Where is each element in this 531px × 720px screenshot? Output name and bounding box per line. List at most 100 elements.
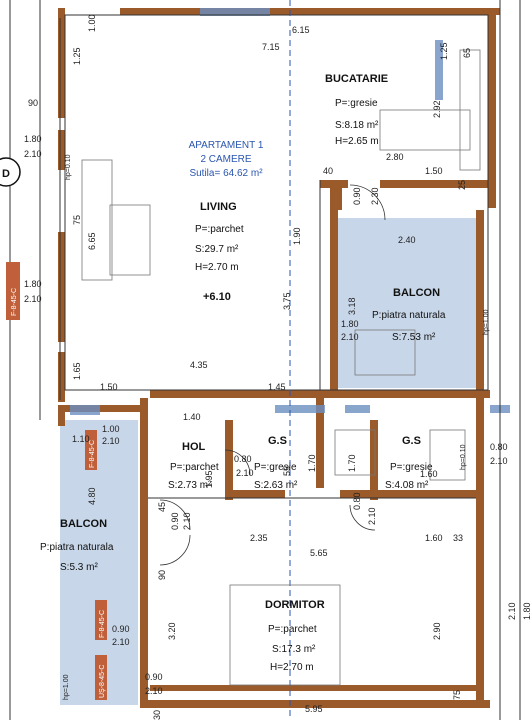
room-balcon-right: BALCON P:piatra naturala S:7.53 m² — [372, 287, 446, 343]
label-rooms-living-floor: P=:parchet — [195, 224, 244, 235]
label-dims-d480: 4.80 — [87, 487, 97, 505]
room-gs1: G.S P=:gresie S:2.63 m² — [254, 435, 298, 491]
label-dims-d33: 33 — [453, 533, 463, 543]
label-dims-d615: 6.15 — [292, 25, 310, 35]
label-dims-d150a: 1.50 — [425, 166, 443, 176]
label-dims-d292: 2.92 — [432, 100, 442, 118]
label-dims-d90b: 90 — [157, 570, 167, 580]
label-dims-d090b: 0.90 — [170, 512, 180, 530]
label-dims-d30: 30 — [152, 710, 162, 720]
label-dims-d595: 5.95 — [305, 704, 323, 714]
label-rooms-bucatarie-height: H=2.65 m — [335, 136, 379, 147]
label-dims-d110: 1.10 — [72, 434, 90, 444]
label-dims-d210f: 2.10 — [367, 507, 377, 525]
label-dims-d090d: 0.90 — [112, 624, 130, 634]
door-swings — [159, 184, 386, 566]
label-dims-d210g: 2.10 — [182, 512, 192, 530]
label-dims-d080c: 0.80 — [490, 442, 508, 452]
label-dims-d180a: 1.80 — [24, 134, 42, 144]
label-rooms-bucatarie-name: BUCATARIE — [325, 73, 388, 85]
label-dims-d190: 1.90 — [292, 227, 302, 245]
label-dims-d210b: 2.10 — [24, 294, 42, 304]
room-dormitor: DORMITOR P=:parchet S:17.3 m² H=2.70 m — [265, 599, 325, 673]
label-dims-d75a: 75 — [72, 215, 82, 225]
label-dims-d230: 2.30 — [370, 187, 380, 205]
room-living: LIVING P=:parchet S:29.7 m² H=2.70 m +6.… — [195, 201, 244, 303]
label-apartment-line3: Sutila= 64.62 m² — [189, 168, 263, 179]
label-dims-d45: 45 — [157, 502, 167, 512]
window-tags: F-8-45-C F-8-45-C F-8-45-C UŞ-8-45-C — [6, 262, 107, 700]
label-dims-d210j: 2.10 — [490, 456, 508, 466]
label-rooms-hol-area: S:2.73 m² — [168, 480, 212, 491]
label-dims-d320: 3.20 — [167, 622, 177, 640]
label-dims-d435: 4.35 — [190, 360, 208, 370]
label-dims-d100: 1.00 — [87, 14, 97, 32]
room-bucatarie: BUCATARIE P=:gresie S:8.18 m² H=2.65 m — [325, 73, 388, 147]
label-rooms-hol-name: HOL — [182, 441, 206, 453]
label-dims-d080a: 0.80 — [234, 454, 252, 464]
label-tags-t3: F-8-45-C — [99, 610, 106, 638]
room-hol: HOL P=:parchet S:2.73 m² — [168, 441, 219, 491]
label-rooms-balcon_left-name: BALCON — [60, 518, 107, 530]
label-dims-d318: 3.18 — [347, 297, 357, 315]
label-dims-d65: 65 — [462, 48, 472, 58]
room-balcon-left: BALCON P:piatra naturala S:5.3 m² — [40, 518, 114, 573]
label-dims-d160a: 1.60 — [420, 469, 438, 479]
label-apartment-line1: APARTAMENT 1 — [189, 140, 264, 151]
label-dims-d180c: 1.80 — [341, 319, 359, 329]
hp-label-4: hp=0.10 — [460, 444, 467, 470]
label-rooms-living-height: H=2.70 m — [195, 262, 239, 273]
label-rooms-dormitor-name: DORMITOR — [265, 599, 325, 611]
room-gs2: G.S P=:gresie S:4.08 m² — [385, 435, 433, 491]
label-dims-d280: 2.80 — [386, 152, 404, 162]
label-tags-t2: F-8-45-C — [89, 440, 96, 468]
axis-marker — [0, 157, 21, 187]
label-dims-d665: 6.65 — [87, 232, 97, 250]
label-rooms-dormitor-area: S:17.3 m² — [272, 644, 316, 655]
label-rooms-balcon_left-floor: P:piatra naturala — [40, 542, 114, 553]
label-dims-d210a: 2.10 — [24, 149, 42, 159]
label-rooms-living-name: LIVING — [200, 201, 237, 213]
label-dims-d715: 7.15 — [262, 42, 280, 52]
label-tags-t1: F-8-45-C — [11, 288, 18, 316]
balcony-right-fill — [338, 218, 476, 388]
label-dims-d210d: 2.10 — [102, 436, 120, 446]
label-dims-d125b: 1.25 — [439, 42, 449, 60]
label-dims-d565: 5.65 — [310, 548, 328, 558]
label-rooms-living-level: +6.10 — [203, 291, 231, 303]
label-rooms-balcon_right-name: BALCON — [393, 287, 440, 299]
label-dims-d150b: 1.50 — [100, 382, 118, 392]
label-dims-d375: 3.75 — [282, 292, 292, 310]
label-rooms-living-area: S:29.7 m² — [195, 244, 239, 255]
label-rooms-gs2-floor: P=:gresie — [390, 462, 433, 473]
label-rooms-balcon_right-area: S:7.53 m² — [392, 332, 436, 343]
label-dims-d290: 2.90 — [432, 622, 442, 640]
label-dims-d180b: 1.80 — [24, 279, 42, 289]
label-dims-d180d: 1.80 — [522, 602, 531, 620]
label-dims-d40: 40 — [323, 166, 333, 176]
dimensions-horizontal: 7.15 6.15 90 1.80 2.10 1.80 2.10 2.80 40… — [24, 25, 508, 714]
label-dims-d145: 1.45 — [268, 382, 286, 392]
label-rooms-gs1-floor: P=:gresie — [254, 462, 297, 473]
label-dims-d170a: 1.70 — [307, 454, 317, 472]
label-rooms-dormitor-floor: P=:parchet — [268, 624, 317, 635]
label-dims-d210i: 2.10 — [112, 637, 130, 647]
label-dims-d100b: 1.00 — [102, 424, 120, 434]
hp-label-2: hp=1.00 — [483, 309, 490, 335]
label-dims-d080b: 0.80 — [352, 492, 362, 510]
interior-lines — [9, 0, 521, 720]
label-dims-d170b: 1.70 — [347, 454, 357, 472]
label-dims-d125: 1.25 — [72, 47, 82, 65]
label-dims-d240: 2.40 — [398, 235, 416, 245]
label-dims-d235: 2.35 — [250, 533, 268, 543]
label-tags-t5: UŞ-8-45-C — [99, 665, 106, 698]
label-rooms-bucatarie-area: S:8.18 m² — [335, 120, 379, 131]
label-dims-d25: 25 — [457, 180, 467, 190]
label-dims-d210h: 2.10 — [145, 686, 163, 696]
label-dims-d140: 1.40 — [183, 412, 201, 422]
apartment-label: APARTAMENT 1 2 CAMERE Sutila= 64.62 m² — [189, 140, 264, 179]
label-dims-d160b: 1.60 — [425, 533, 443, 543]
label-rooms-dormitor-height: H=2.70 m — [270, 662, 314, 673]
label-dims-d210e: 2.10 — [236, 468, 254, 478]
label-dims-d210k: 2.10 — [507, 602, 517, 620]
